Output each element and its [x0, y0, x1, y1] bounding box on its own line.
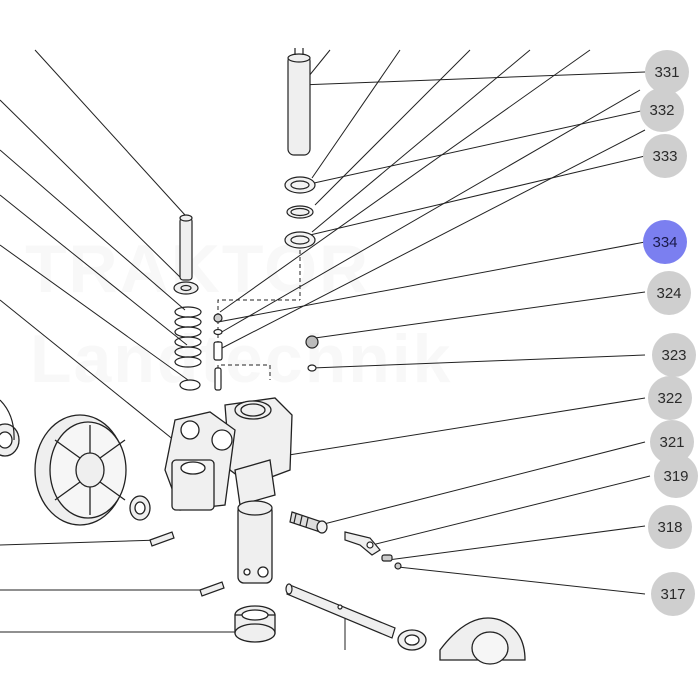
seal-rings-stack	[284, 176, 316, 249]
leader-line-319	[371, 475, 651, 546]
dowel-pins	[149, 531, 225, 597]
callout-317[interactable]: 317	[651, 572, 695, 616]
callout-334[interactable]: 334	[643, 220, 687, 264]
callout-318[interactable]: 318	[648, 505, 692, 549]
callout-323[interactable]: 323	[652, 333, 696, 377]
piston-rod	[287, 48, 311, 156]
callout-333[interactable]: 333	[643, 134, 687, 178]
leader-line-334	[217, 241, 646, 323]
release-valve	[289, 511, 328, 534]
leader-line-331	[299, 71, 646, 86]
plunger-pin	[173, 214, 199, 295]
leader-line-318	[387, 525, 646, 561]
axle-shaft	[285, 583, 396, 639]
leader-line-332	[304, 109, 646, 186]
callout-324[interactable]: 324	[647, 271, 691, 315]
right-wheel	[397, 617, 526, 665]
small-screws	[381, 554, 402, 570]
callout-332[interactable]: 332	[640, 88, 684, 132]
leader-line-324	[314, 291, 646, 339]
callout-319[interactable]: 319	[654, 454, 698, 498]
pump-housing	[164, 397, 293, 511]
bottom-ring	[234, 605, 276, 643]
leader-line-323	[311, 354, 646, 369]
leader-line-321	[319, 441, 646, 526]
valve-small-parts	[213, 313, 319, 391]
left-wheel	[0, 414, 151, 526]
release-lever	[344, 531, 381, 556]
lower-cylinder	[237, 500, 273, 584]
spring	[174, 306, 202, 391]
leader-line-322	[269, 397, 646, 459]
callout-322[interactable]: 322	[648, 376, 692, 420]
leader-line-317	[397, 566, 646, 595]
callout-331[interactable]: 331	[645, 50, 689, 94]
leader-line-333	[309, 155, 646, 236]
